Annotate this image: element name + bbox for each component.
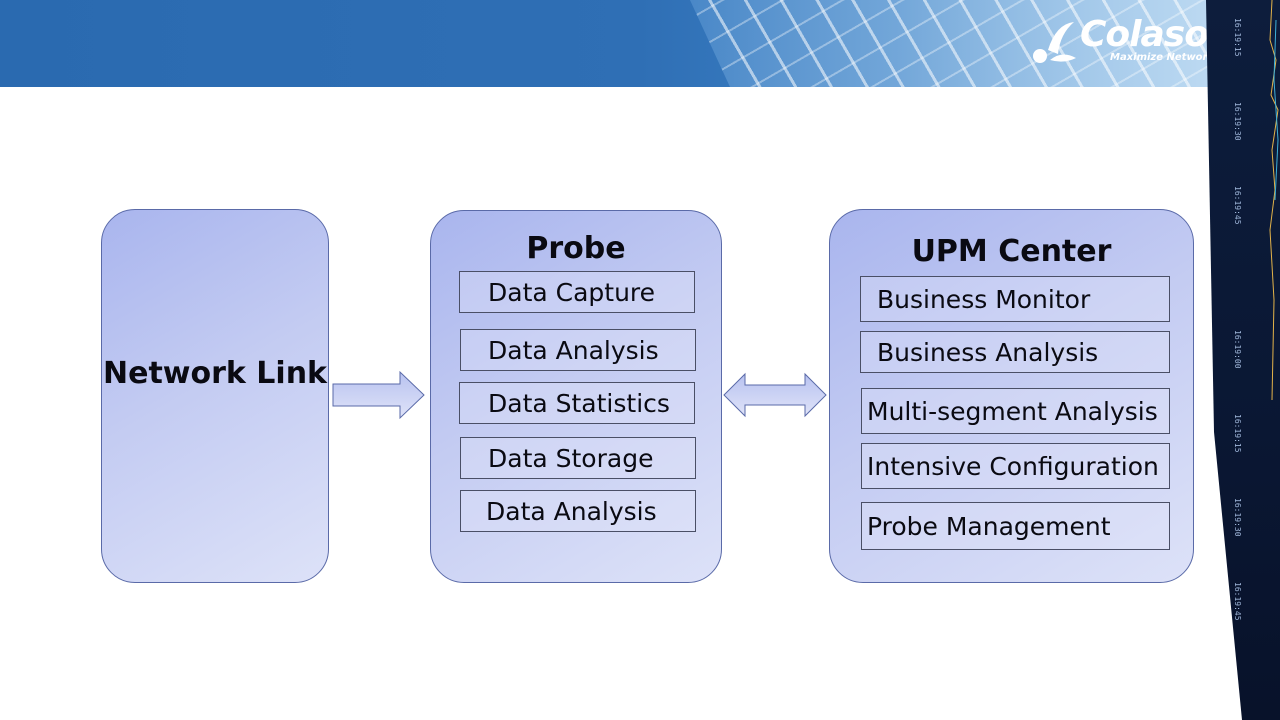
probe-item: Data Analysis [460,490,696,532]
probe-block: Probe [430,210,722,583]
strip-timestamp: 16:19:15 [1233,18,1242,57]
probe-item: Data Statistics [459,382,695,424]
probe-item: Data Capture [459,271,695,313]
network-link-label: Network Link [102,356,328,391]
upm-item: Business Monitor [860,276,1170,322]
side-monitor-strip: 16:19:15 16:19:30 16:19:45 16:19:00 16:1… [1206,0,1280,720]
double-arrow-icon [723,372,827,418]
probe-item: Data Storage [460,437,696,479]
company-logo: Colaso Maximize Network [1030,14,1220,68]
strip-trace [1269,0,1279,401]
upm-center-block: UPM Center [829,209,1194,583]
upm-item: Multi-segment Analysis [861,388,1170,434]
building-graphic [690,0,1230,87]
upm-center-title: UPM Center [911,234,1112,269]
strip-timestamp: 16:19:30 [1233,498,1242,537]
probe-item: Data Analysis [460,329,696,371]
probe-title: Probe [526,231,626,266]
upm-item: Business Analysis [860,331,1170,373]
network-link-block: Network Link [101,209,329,583]
strip-timestamp: 16:19:30 [1233,102,1242,141]
logo-name: Colaso [1080,14,1209,55]
strip-timestamp: 16:19:00 [1233,330,1242,369]
header-banner: Colaso Maximize Network [0,0,1280,87]
logo-tagline: Maximize Network [1110,52,1215,63]
upm-item: Probe Management [861,502,1170,550]
logo-icon [1033,22,1076,63]
upm-item: Intensive Configuration [861,443,1170,489]
strip-timestamp: 16:19:15 [1233,414,1242,453]
strip-timestamp: 16:19:45 [1233,186,1242,225]
strip-timestamp: 16:19:45 [1233,582,1242,621]
right-arrow-icon [332,370,425,420]
